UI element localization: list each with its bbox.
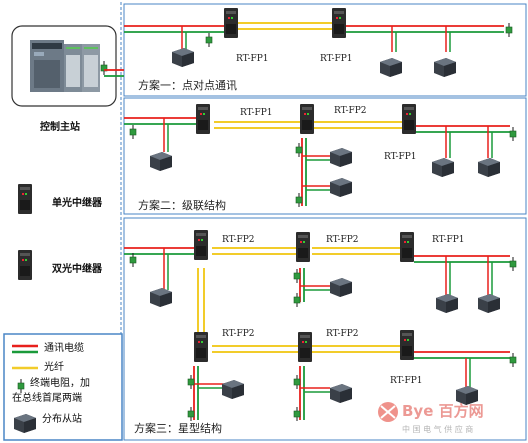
slave-icon xyxy=(222,380,244,399)
legend-fiber-label: 光纤 xyxy=(44,362,64,373)
terminator-icon xyxy=(205,32,213,48)
terminator-icon xyxy=(509,256,517,272)
repeater-label: RT-FP2 xyxy=(222,329,255,339)
dual-repeater-label: 双光中继器 xyxy=(52,264,102,275)
slave-icon xyxy=(172,48,194,67)
terminator-icon xyxy=(509,126,517,142)
legend-slave-label: 分布从站 xyxy=(42,414,82,425)
slave-icon xyxy=(330,148,352,167)
repeater-icon xyxy=(224,8,238,38)
slave-icon xyxy=(380,58,402,77)
watermark-brand: Bye 百方网 xyxy=(402,402,484,420)
slave-icon xyxy=(478,294,500,313)
slave-icon xyxy=(432,158,454,177)
repeater-label: RT-FP1 xyxy=(320,54,353,64)
watermark-sub: 中 国 电 气 供 应 商 xyxy=(402,425,474,434)
scheme1-wires xyxy=(104,22,504,77)
scheme3-title: 方案三：星型结构 xyxy=(134,422,222,435)
plc-icon xyxy=(30,40,100,92)
repeater-icon xyxy=(400,330,414,360)
legend-terminator-label-1: 终端电阻，加 xyxy=(30,378,90,389)
slave-icon xyxy=(478,158,500,177)
slave-icon xyxy=(330,384,352,403)
terminator-icon xyxy=(509,352,517,368)
repeater-icon xyxy=(402,104,416,134)
scheme3-frame xyxy=(123,217,527,441)
repeater-label: RT-FP1 xyxy=(240,108,273,118)
repeater-icon xyxy=(400,232,414,262)
scheme2-title: 方案二：级联结构 xyxy=(138,199,226,212)
repeater-icon xyxy=(296,232,310,262)
scheme3-wires xyxy=(124,247,510,420)
scheme1-frame xyxy=(123,3,527,97)
slave-icon xyxy=(150,152,172,171)
watermark-logo xyxy=(378,402,398,422)
repeater-label: RT-FP2 xyxy=(326,329,359,339)
slave-icon xyxy=(150,288,172,307)
legend-terminator-label-2: 在总线首尾两端 xyxy=(12,393,82,404)
repeater-label: RT-FP2 xyxy=(222,235,255,245)
repeater-icon xyxy=(194,332,208,362)
terminator-icon xyxy=(129,252,137,268)
master-panel xyxy=(11,25,117,107)
scheme2-wires xyxy=(124,117,510,206)
repeater-label: RT-FP2 xyxy=(326,235,359,245)
repeater-icon xyxy=(194,230,208,260)
repeater-icon xyxy=(298,332,312,362)
repeater-label: RT-FP1 xyxy=(432,235,465,245)
repeater-label: RT-FP1 xyxy=(236,54,269,64)
scheme1-title: 方案一：点对点通讯 xyxy=(138,79,237,92)
dual-repeater-icon xyxy=(18,250,32,280)
terminator-icon xyxy=(129,124,137,140)
repeater-label: RT-FP1 xyxy=(384,152,417,162)
repeater-icon xyxy=(332,8,346,38)
slave-icon xyxy=(436,294,458,313)
legend-cable-label: 通讯电缆 xyxy=(44,343,84,354)
single-repeater-label: 单光中继器 xyxy=(52,198,102,209)
slave-icon xyxy=(330,278,352,297)
repeater-icon xyxy=(300,104,314,134)
repeater-label: RT-FP1 xyxy=(390,376,423,386)
slave-icon xyxy=(330,178,352,197)
scheme2-frame xyxy=(123,97,527,215)
master-station-label: 控制主站 xyxy=(40,122,80,133)
repeater-label: RT-FP2 xyxy=(334,106,367,116)
slave-icon xyxy=(434,58,456,77)
single-repeater-icon xyxy=(18,184,32,214)
master-terminator-icon xyxy=(100,60,108,76)
repeater-icon xyxy=(196,104,210,134)
terminator-icon xyxy=(505,22,513,38)
